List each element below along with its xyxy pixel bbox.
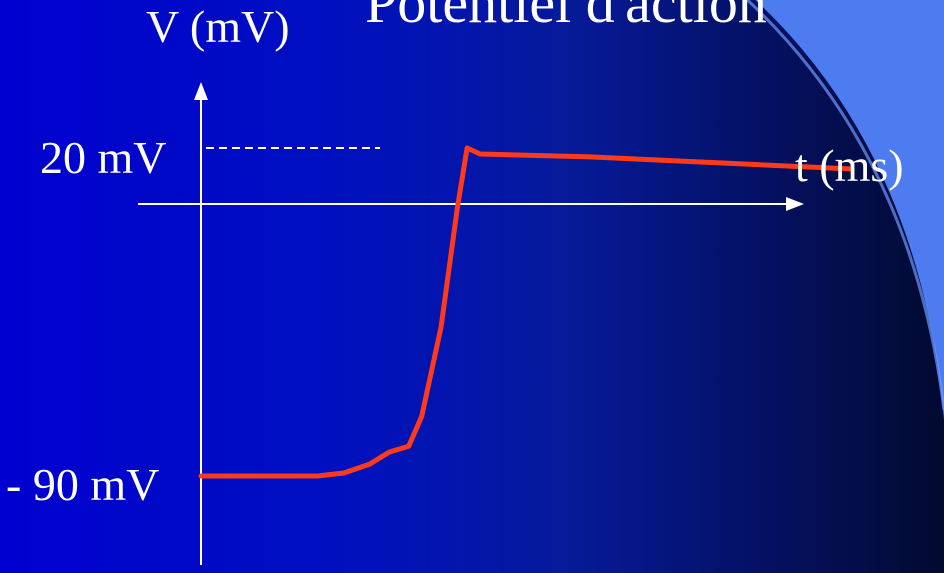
y-tick-label-20: 20 mV [40, 132, 167, 183]
y-tick-label-minus-90: - 90 mV [6, 459, 160, 510]
x-axis-label: t (ms) [795, 140, 904, 191]
y-axis-arrowhead [194, 82, 208, 100]
arc-edge [745, 0, 944, 411]
arc-shape [755, 0, 944, 420]
x-axis-arrowhead [786, 197, 804, 211]
y-axis-label: V (mV) [146, 1, 290, 52]
series-line [198, 145, 853, 479]
slide-title: Potentiel d'action [365, 0, 767, 35]
